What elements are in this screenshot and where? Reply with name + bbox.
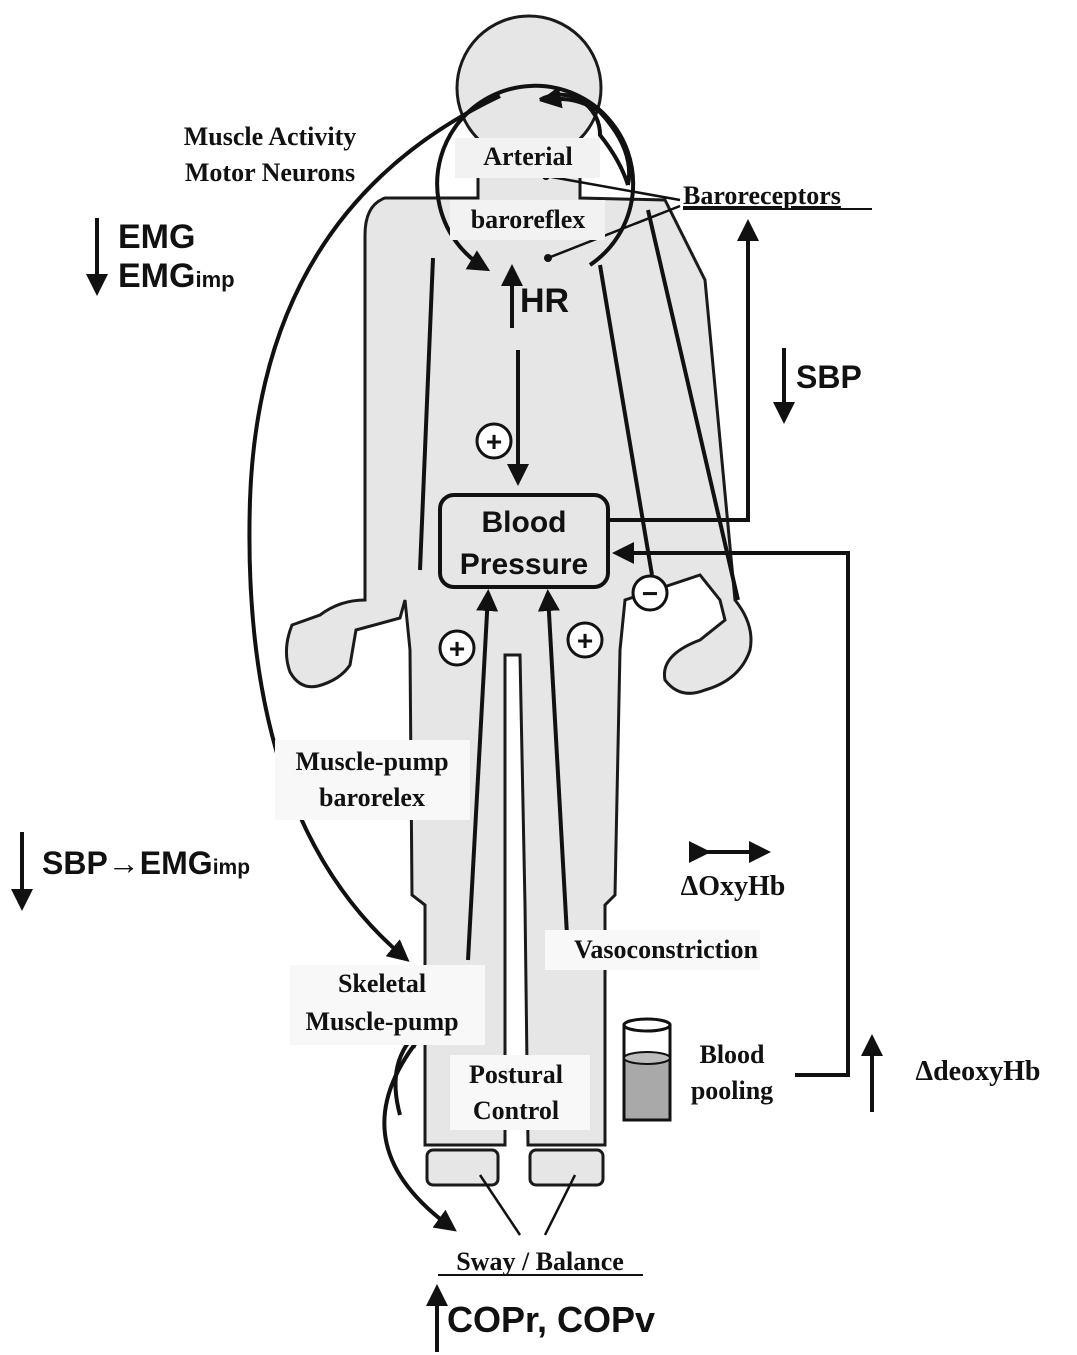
minus-text: − — [642, 578, 658, 609]
control-label: Control — [473, 1096, 559, 1125]
oxyhb-label: ΔOxyHb — [681, 871, 786, 902]
barorelex-label: barorelex — [319, 783, 425, 812]
skeletal-muscle-pump-label: Muscle-pump — [305, 1007, 458, 1036]
emg-imp-label: EMGimp — [118, 257, 235, 295]
sbp-label: SBP — [796, 359, 862, 395]
right-foot — [530, 1150, 603, 1185]
postural-label: Postural — [469, 1060, 563, 1089]
plus-sign-right: + — [568, 623, 602, 657]
minus-sign: − — [633, 576, 667, 610]
muscle-activity-label: Muscle Activity — [184, 122, 357, 151]
blood-pooling-beaker — [624, 1019, 670, 1120]
vasoconstriction-label: Vasoconstriction — [574, 935, 758, 964]
blood-pooling-label-1: Blood — [699, 1040, 765, 1069]
arterial-label: Arterial — [483, 142, 573, 171]
blood-label: Blood — [482, 506, 567, 539]
deoxyhb-label: ΔdeoxyHb — [916, 1056, 1041, 1087]
sbp-emg-label: SBP→EMGimp — [42, 845, 250, 881]
skeletal-label: Skeletal — [338, 969, 426, 998]
baroreflex-label: baroreflex — [471, 205, 586, 234]
plus-text: + — [486, 426, 502, 457]
muscle-pump-label: Muscle-pump — [295, 747, 448, 776]
pressure-label: Pressure — [460, 548, 588, 581]
motor-neurons-label: Motor Neurons — [185, 158, 355, 187]
plus-text: + — [449, 633, 465, 664]
baroreceptors-label: Baroreceptors — [683, 181, 841, 210]
plus-sign-left: + — [440, 631, 474, 665]
copr-copv-label: COPr, COPv — [447, 1299, 655, 1340]
plus-text: + — [577, 625, 593, 656]
foot-line-left — [480, 1175, 520, 1235]
left-foot — [427, 1150, 498, 1185]
plus-sign-hr: + — [477, 424, 511, 458]
blood-pooling-label-2: pooling — [691, 1076, 773, 1105]
hr-label: HR — [520, 282, 569, 320]
sway-balance-label: Sway / Balance — [456, 1247, 624, 1276]
emg-label: EMG — [118, 218, 195, 256]
